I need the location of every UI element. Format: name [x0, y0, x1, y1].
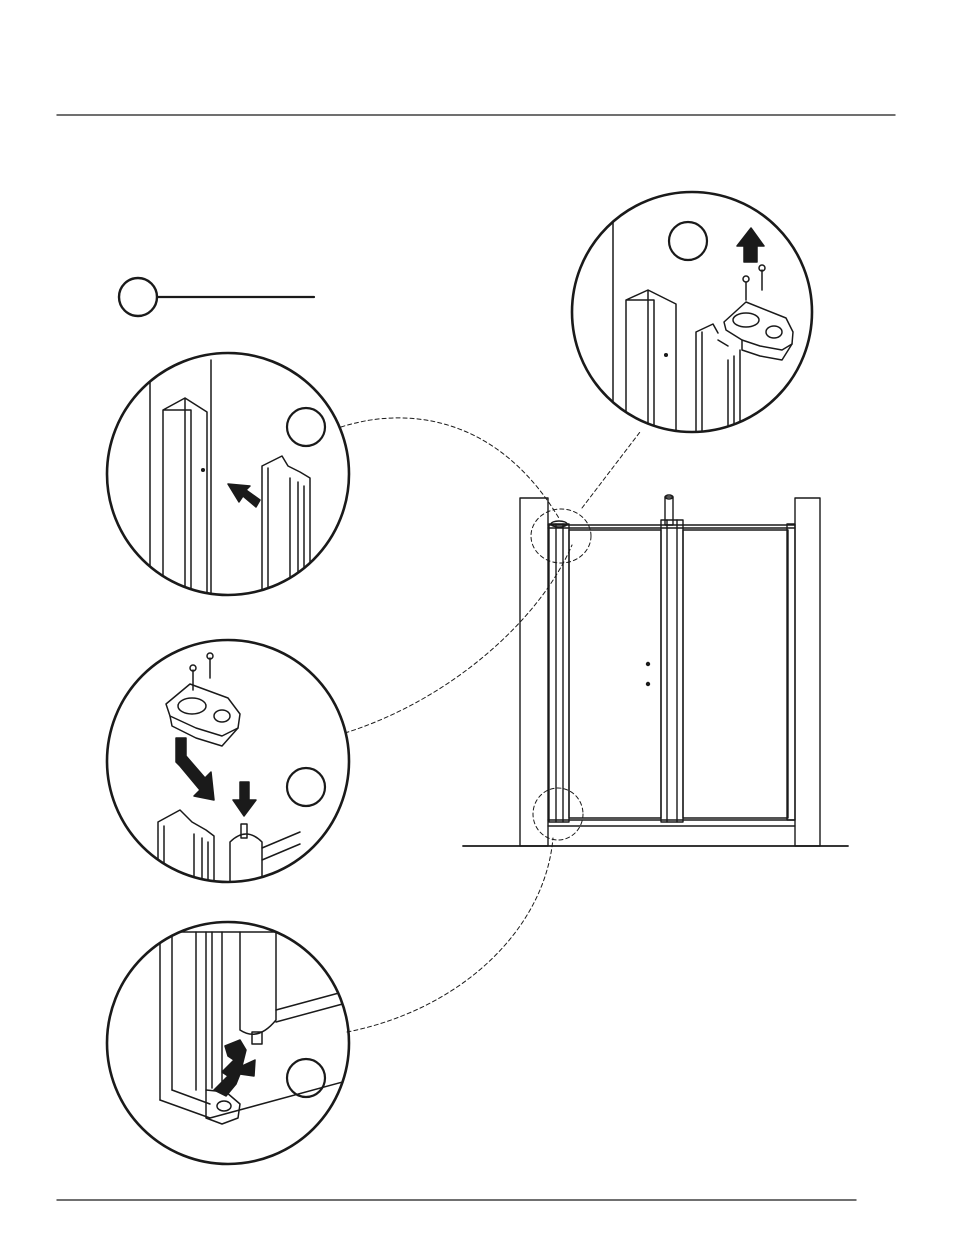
bracket-icon: [724, 302, 793, 360]
shower-door-elevation: [463, 495, 848, 846]
door-panel-left: [569, 530, 661, 818]
right-wall: [795, 498, 820, 846]
detail-step-3: [107, 922, 350, 1164]
step-badge: [287, 408, 325, 446]
arrow-down-icon: [176, 738, 214, 800]
center-pivot-stile: [661, 520, 683, 822]
handle-bar: [665, 497, 673, 525]
door-panel-right: [683, 530, 788, 818]
left-jamb: [549, 524, 569, 822]
screw-icon: [743, 265, 765, 300]
arrow-left-icon: [228, 484, 260, 507]
legend-callout: [119, 278, 314, 316]
step-badge: [287, 768, 325, 806]
left-wall: [520, 498, 548, 846]
arrow-up-icon: [737, 228, 764, 262]
detail-top-right: [572, 180, 812, 440]
bracket-icon: [166, 684, 240, 746]
arrow-down-icon: [214, 1040, 255, 1096]
detail-step-2: [107, 640, 349, 900]
screw-icon: [190, 653, 213, 690]
arrow-down-icon: [233, 782, 256, 816]
dashed-connectors: [341, 418, 640, 1032]
detail-step-1: [107, 353, 349, 600]
step-badge: [669, 222, 707, 260]
